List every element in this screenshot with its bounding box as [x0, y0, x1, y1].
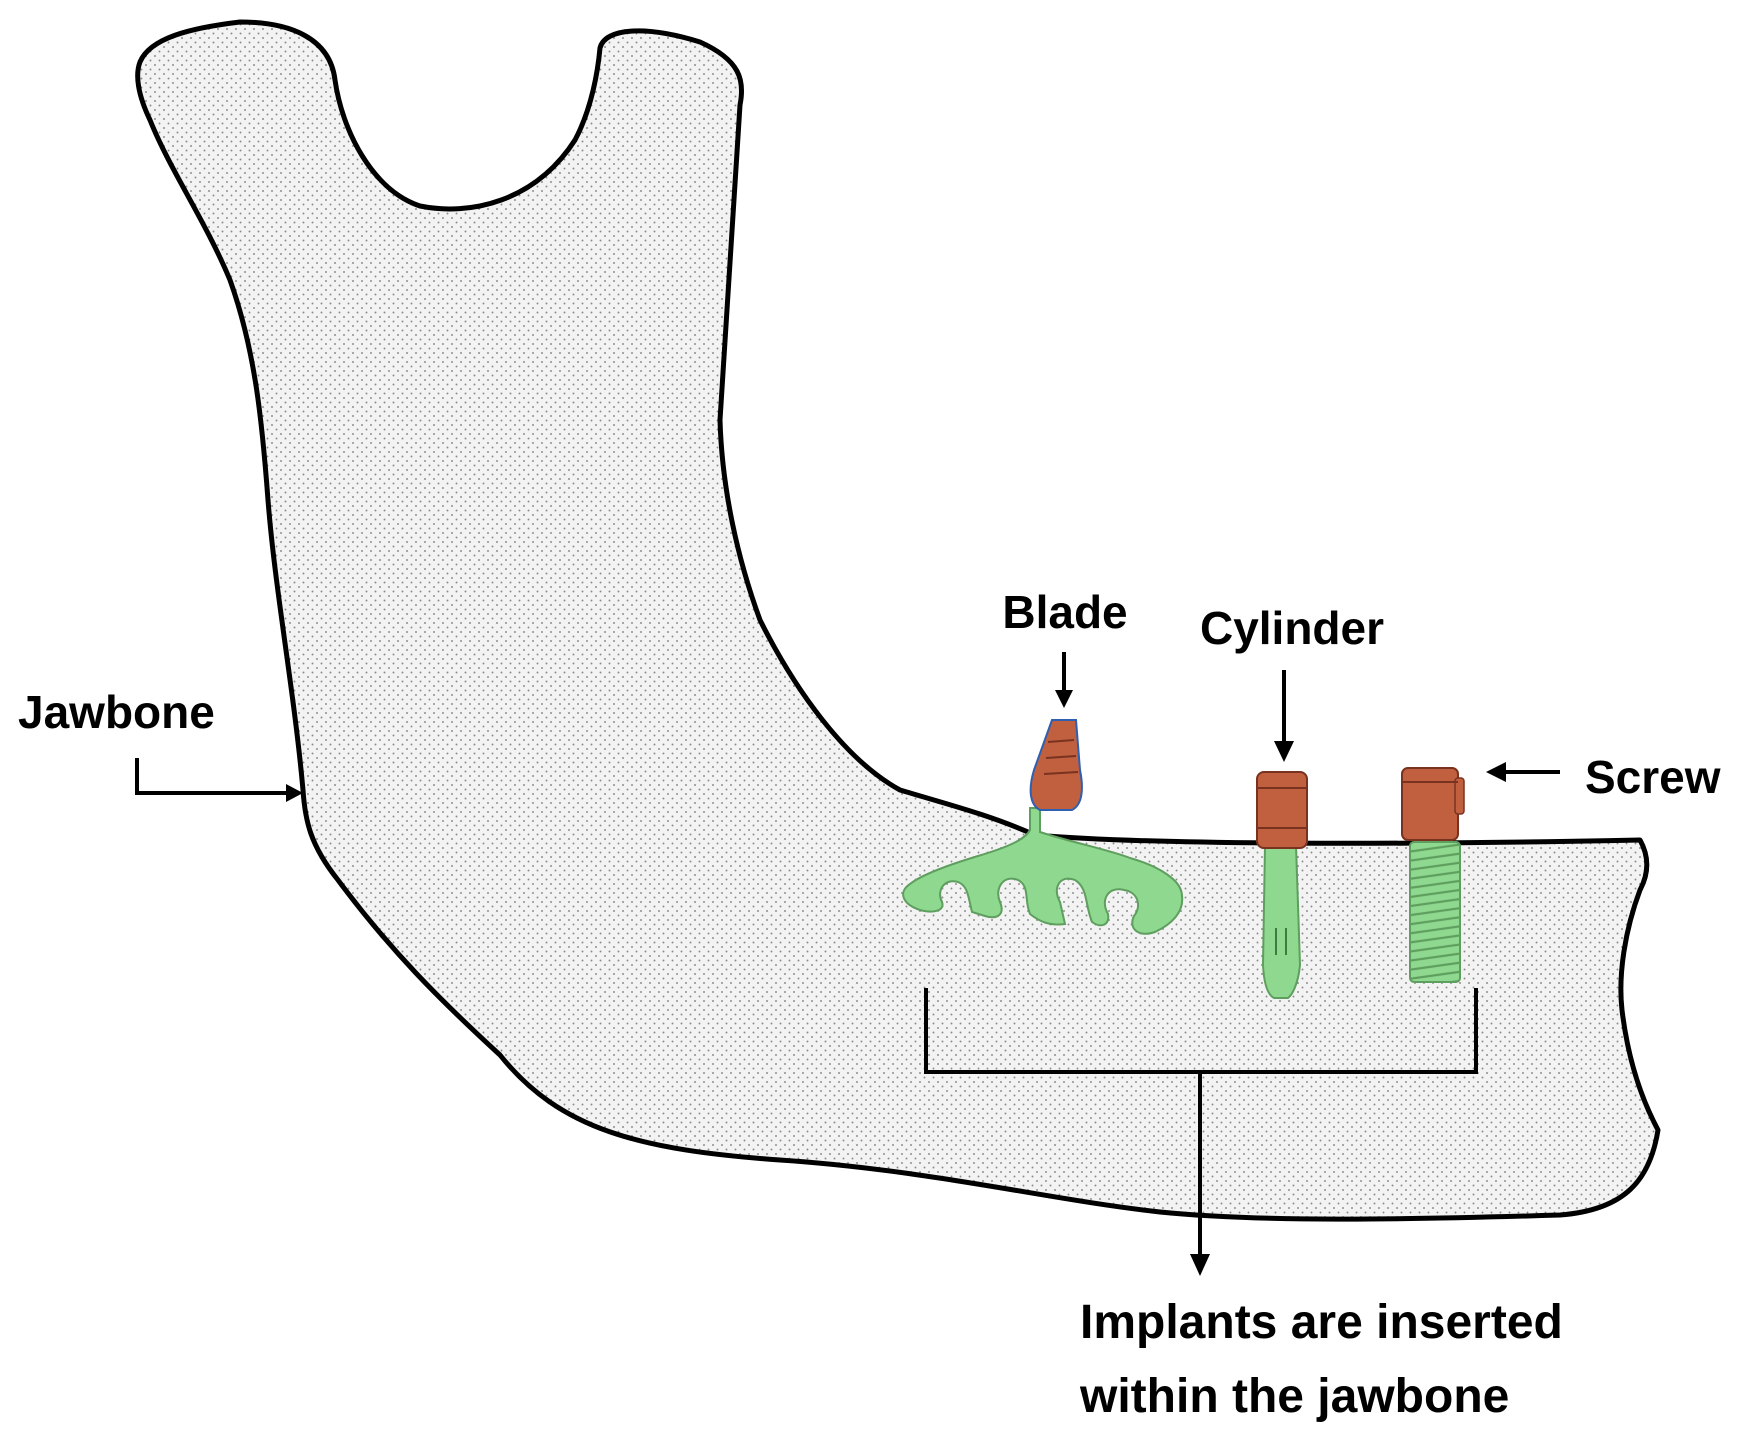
blade-arrow	[1055, 652, 1073, 708]
screw-implant-body	[1409, 841, 1461, 983]
blade-label: Blade	[1002, 586, 1127, 638]
cylinder-implant	[1256, 771, 1308, 999]
blade-implant	[902, 719, 1184, 935]
jawbone-pointer-head	[286, 784, 303, 802]
jawbone-pointer	[135, 758, 303, 802]
cylinder-arrow	[1274, 670, 1294, 762]
screw-implant	[1401, 767, 1465, 983]
implants-arrow-head	[1190, 1254, 1210, 1276]
blade-abutment	[1029, 719, 1083, 811]
screw-abutment	[1401, 767, 1459, 841]
jawbone-pointer-line	[135, 758, 294, 795]
blade-abutment-groove	[1045, 755, 1077, 759]
implants-bracket	[924, 988, 1478, 1276]
blade-implant-body	[902, 807, 1184, 935]
blade-abutment-groove	[1047, 739, 1075, 743]
blade-abutment-groove	[1043, 771, 1079, 775]
screw-arrow-head	[1486, 762, 1506, 782]
implants-caption-line1: Implants are inserted	[1080, 1296, 1563, 1349]
cylinder-implant-body	[1261, 844, 1302, 999]
jawbone-label: Jawbone	[18, 686, 215, 738]
cylinder-abutment	[1256, 771, 1308, 849]
screw-abutment-tab	[1454, 777, 1465, 815]
screw-arrow	[1486, 762, 1560, 782]
blade-arrow-head	[1055, 690, 1073, 708]
screw-label: Screw	[1585, 751, 1721, 803]
cylinder-arrow-head	[1274, 741, 1294, 762]
jawbone-outline	[135, 19, 1661, 1222]
implants-caption-line2: within the jawbone	[1079, 1370, 1509, 1423]
cylinder-label: Cylinder	[1200, 602, 1384, 654]
